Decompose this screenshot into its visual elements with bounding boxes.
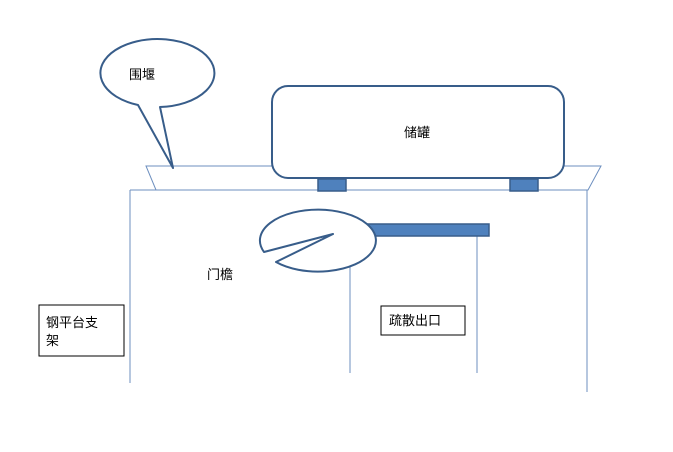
exit-label-box [380, 305, 466, 336]
platform-label-line1: 钢平台支 [46, 316, 98, 331]
platform-label-box [38, 304, 125, 357]
lintel-label: 门檐 [207, 268, 233, 283]
lintel-callout [258, 208, 377, 273]
weir-label: 围堰 [129, 68, 155, 83]
exit-label: 疏散出口 [389, 314, 441, 329]
weir-callout [99, 38, 216, 169]
platform-label-line2: 架 [46, 334, 59, 349]
tank-support-right [509, 178, 539, 192]
tank-label: 储罐 [404, 126, 430, 141]
storage-tank [271, 85, 565, 179]
tank-support-left [317, 178, 347, 192]
